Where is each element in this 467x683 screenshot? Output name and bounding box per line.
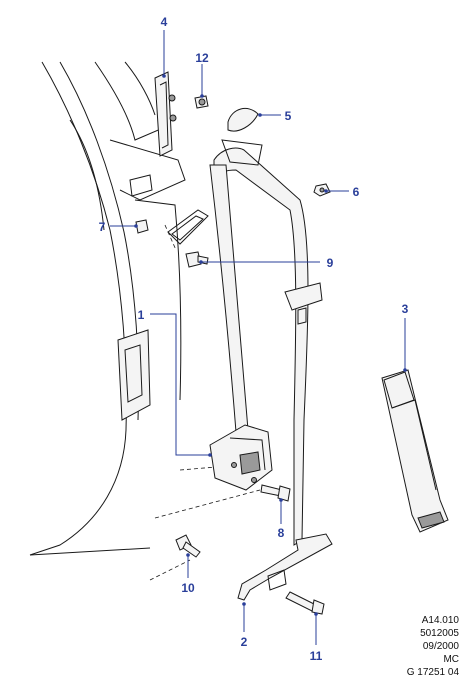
callout-6: 6 — [353, 185, 360, 199]
bolt-11 — [285, 591, 325, 615]
belt-retractor — [209, 424, 273, 491]
callout-10: 10 — [181, 581, 195, 595]
callout-1: 1 — [138, 308, 145, 322]
bolt-9 — [185, 251, 209, 268]
callout-2: 2 — [241, 635, 248, 649]
callout-3: 3 — [402, 302, 409, 316]
callout-8: 8 — [278, 526, 285, 540]
bolt-12 — [194, 95, 209, 109]
callout-11: 11 — [310, 649, 323, 663]
belt-webbing — [209, 139, 323, 546]
trim-cover — [227, 107, 259, 132]
callout-12: 12 — [195, 51, 209, 65]
belt-guide-loop — [167, 209, 209, 245]
lower-anchor-bar — [237, 533, 333, 601]
bolt-8 — [260, 484, 291, 502]
body-pillar-panel — [29, 61, 186, 556]
callout-9: 9 — [327, 256, 334, 270]
height-adjuster-rail — [154, 71, 177, 157]
bolt-10 — [175, 534, 201, 558]
nut — [313, 183, 331, 197]
ref-line-3: 09/2000 — [422, 641, 459, 652]
ref-line-2: 5012005 — [420, 628, 459, 639]
clip — [135, 219, 149, 234]
callout-7: 7 — [99, 220, 106, 234]
callout-leaders — [110, 30, 407, 645]
ref-line-5: G 17251 04 — [406, 667, 459, 678]
callout-5: 5 — [285, 109, 292, 123]
seat-belt-buckle — [381, 369, 449, 533]
callout-4: 4 — [161, 15, 168, 29]
ref-line-4: MC — [443, 654, 459, 665]
ref-line-1: A14.010 — [421, 615, 459, 626]
